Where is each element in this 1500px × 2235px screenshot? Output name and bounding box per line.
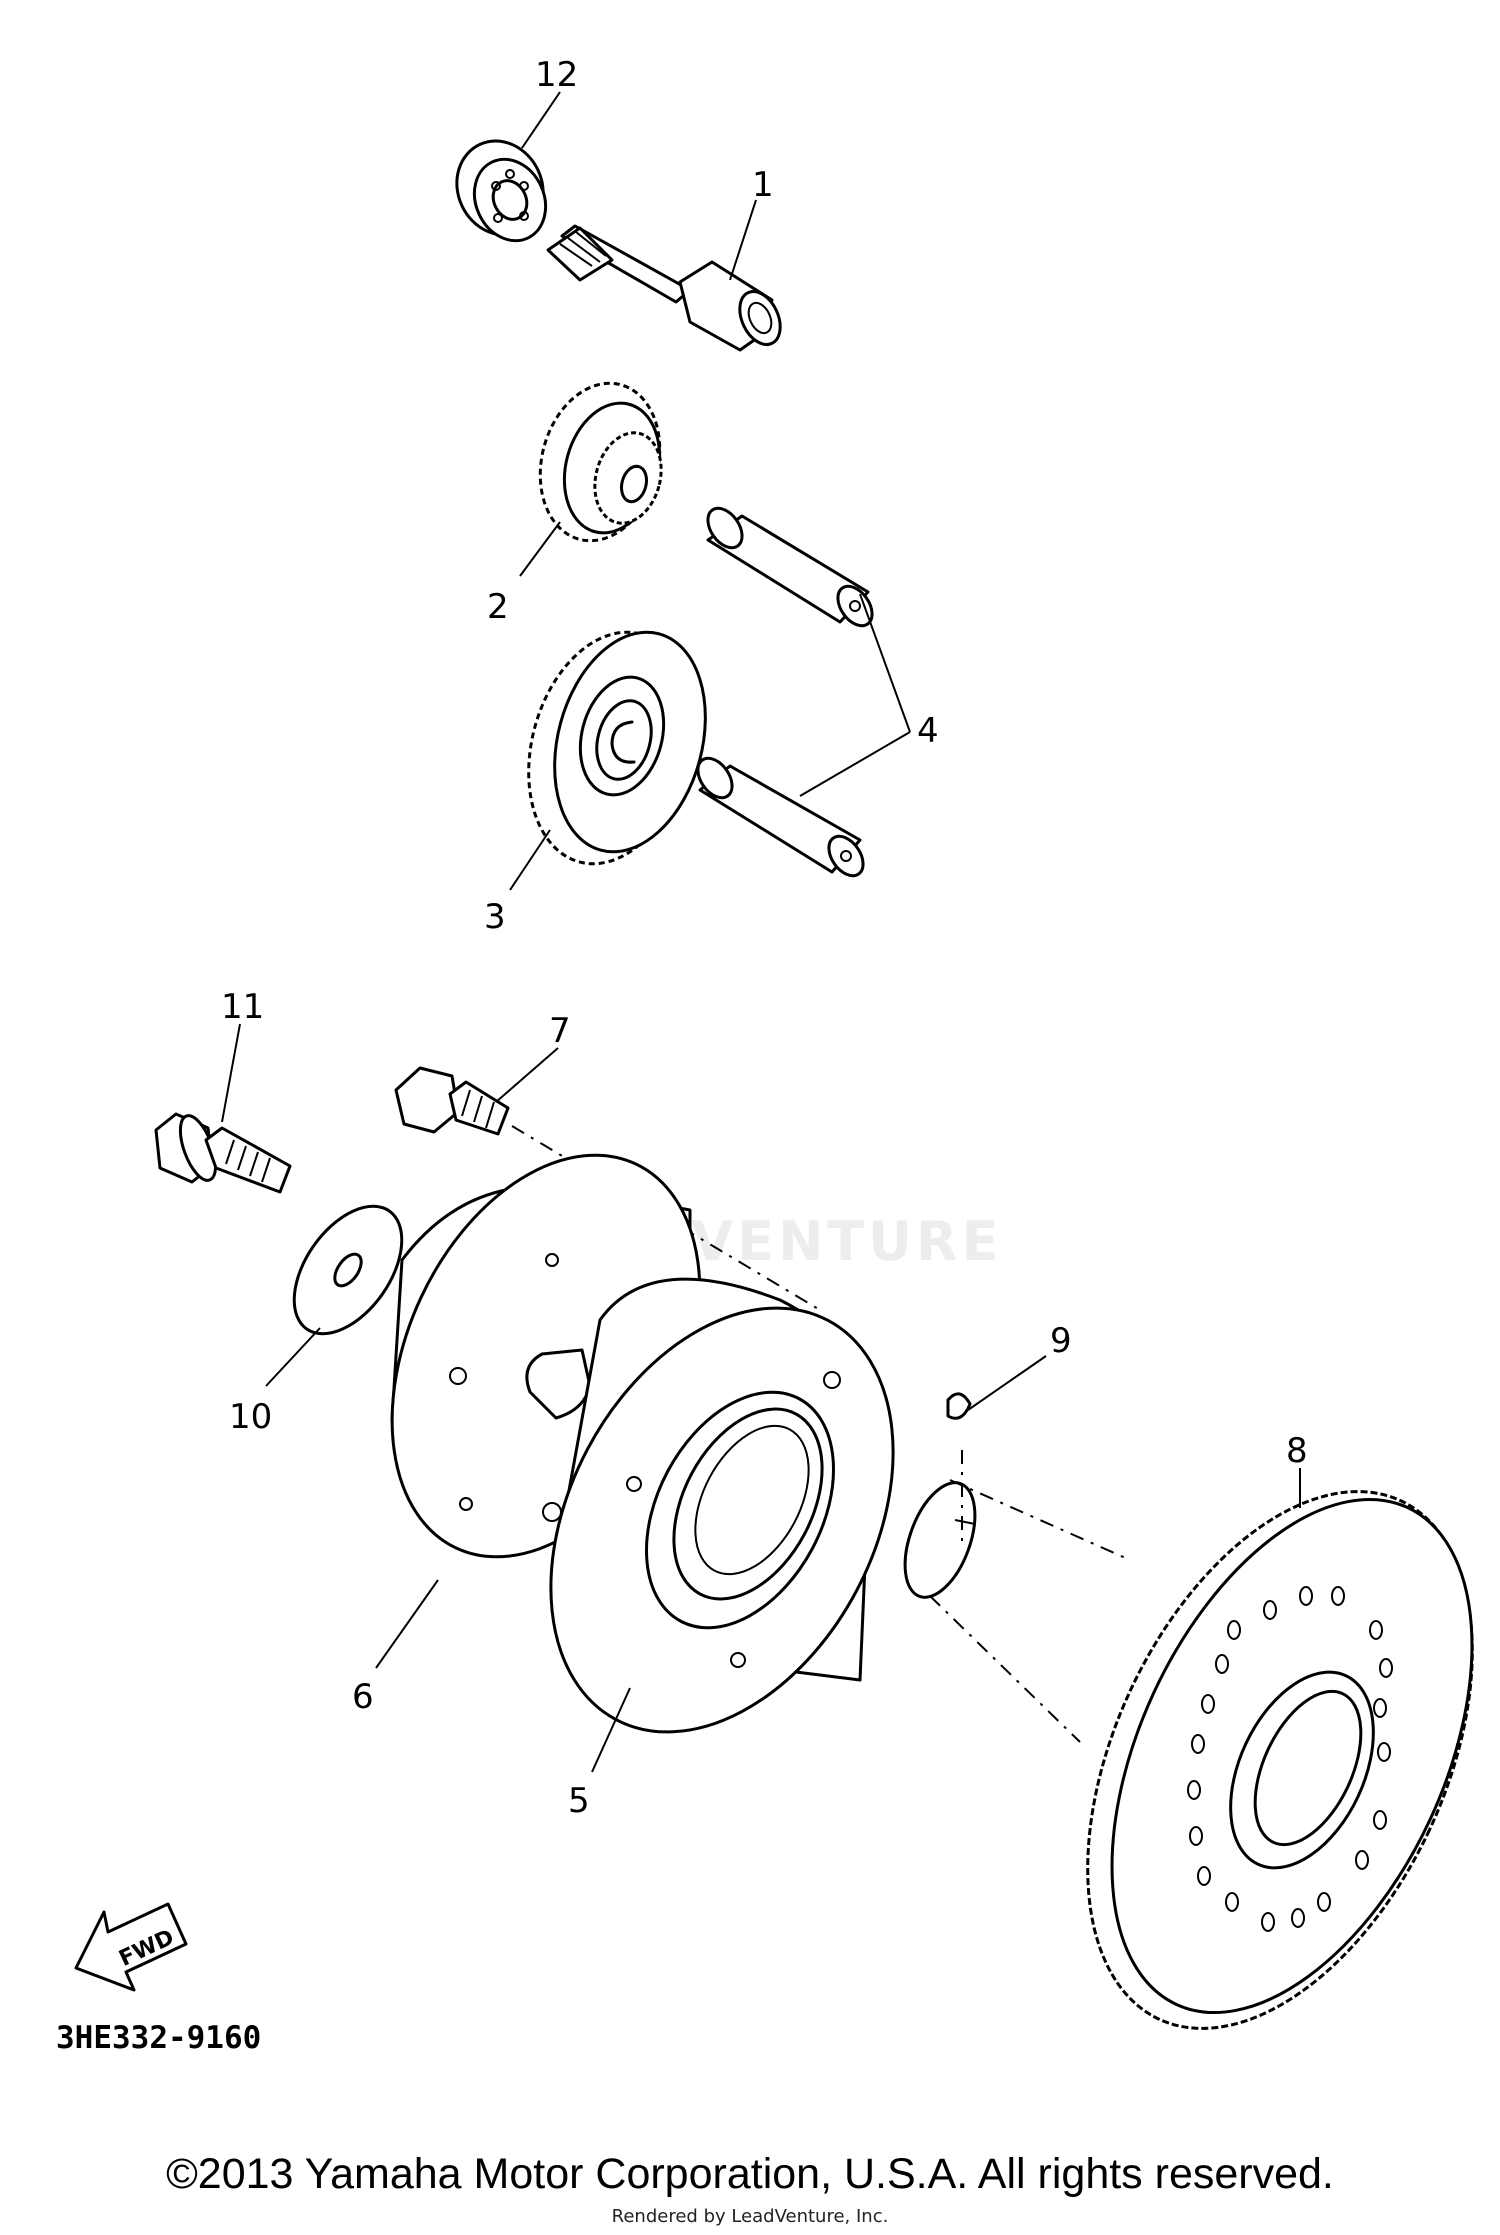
bolt-7-center-line	[511, 1125, 821, 1311]
callout-8: 8	[1286, 1431, 1308, 1471]
callout-1: 1	[752, 165, 774, 205]
part-8-starter-gear[interactable]	[1010, 1431, 1500, 2089]
part-code: 3HE332-9160	[56, 2020, 262, 2056]
callout-2: 2	[487, 587, 509, 627]
shaft-phantom	[903, 1479, 1131, 1743]
callout-9: 9	[1050, 1321, 1072, 1361]
callout-12: 12	[535, 55, 578, 95]
callout-4: 4	[917, 711, 939, 751]
part-11-bolt[interactable]	[154, 1111, 292, 1194]
part-5-clutch[interactable]	[482, 1249, 963, 1791]
part-4-pin-upper[interactable]	[701, 502, 879, 632]
part-4-pin-lower[interactable]	[691, 752, 870, 882]
part-9-key[interactable]	[946, 1392, 972, 1420]
part-12-bearing[interactable]	[442, 127, 559, 253]
rendered-by-notice: Rendered by LeadVenture, Inc.	[611, 2206, 889, 2227]
callout-7: 7	[549, 1011, 571, 1051]
forward-arrow: FWD	[74, 1902, 188, 1992]
callout-11: 11	[221, 987, 264, 1027]
callout-5: 5	[568, 1781, 590, 1821]
part-3-gear[interactable]	[504, 614, 728, 882]
part-2-gear[interactable]	[523, 370, 676, 555]
leader-lines	[221, 91, 1301, 1773]
callout-10: 10	[229, 1397, 272, 1437]
callout-6: 6	[352, 1677, 374, 1717]
part-7-bolt[interactable]	[394, 1066, 510, 1136]
callout-3: 3	[484, 897, 506, 937]
copyright-notice: ©2013 Yamaha Motor Corporation, U.S.A. A…	[166, 2150, 1334, 2198]
part-1-shaft[interactable]	[546, 224, 788, 352]
part-10-washer[interactable]	[272, 1187, 423, 1353]
